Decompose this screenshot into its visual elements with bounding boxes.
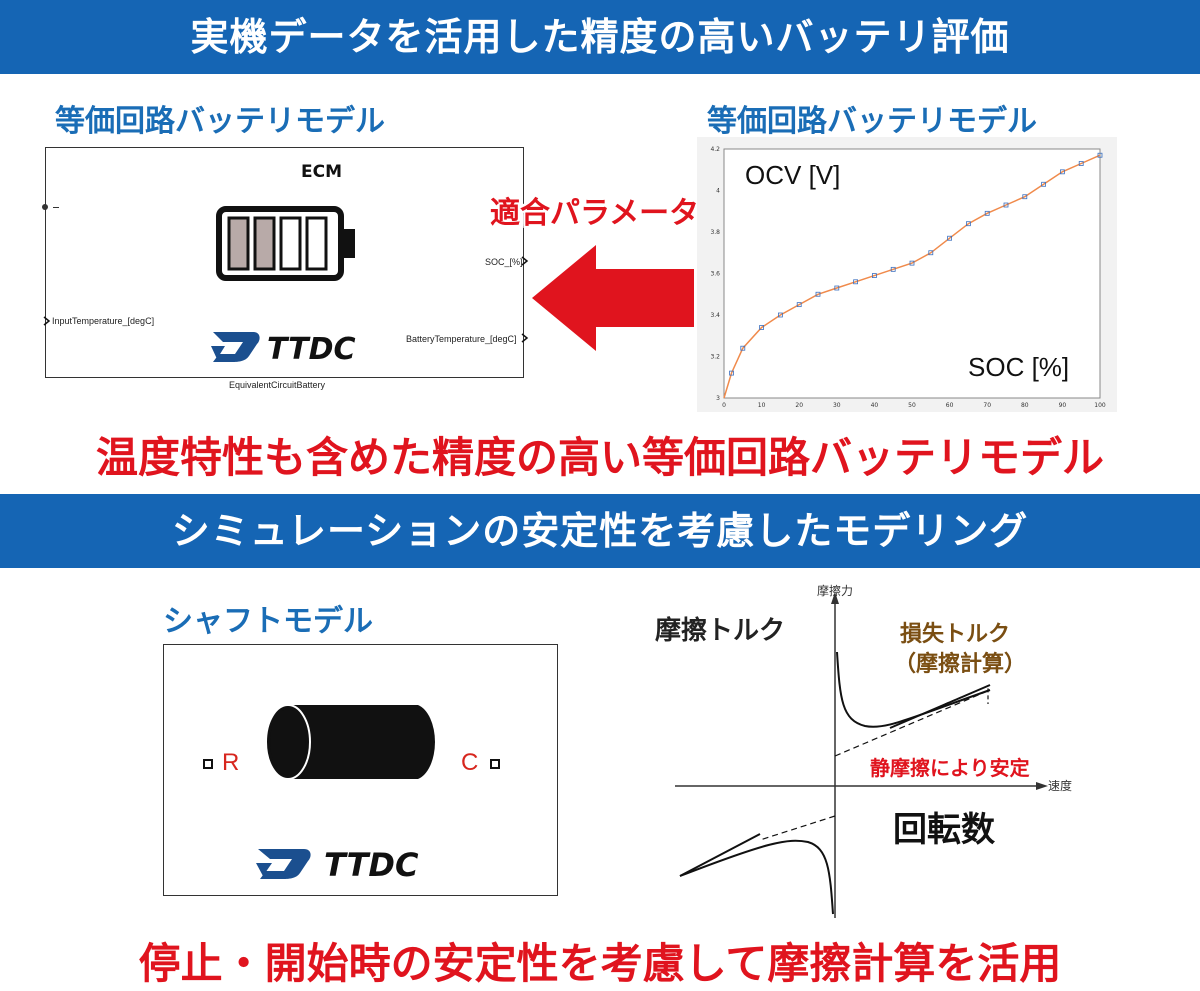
top-banner: 実機データを活用した精度の高いバッテリ評価 <box>0 0 1200 74</box>
ocv-chart-label: 等価回路バッテリモデル <box>707 104 1037 139</box>
ocv-y-tick: 3.2 <box>710 354 720 361</box>
stable-label: 静摩擦により安定 <box>870 756 1030 780</box>
ocv-data-point <box>729 370 734 376</box>
ocv-data-point <box>1022 194 1028 200</box>
ocv-data-point <box>984 210 990 216</box>
ocv-data-point <box>759 325 764 330</box>
ocv-data-point <box>947 235 953 241</box>
ocv-y-tick: 4.2 <box>710 146 720 153</box>
ocv-data-point <box>1078 161 1084 166</box>
ocv-x-tick: 0 <box>722 402 726 409</box>
shaft-block-label: シャフトモデル <box>163 604 373 639</box>
shaft-port-left: R <box>222 749 240 776</box>
ocv-chart: 0 10 20 30 40 50 60 70 80 90 100 3 3.2 3.4 3.6 3.8 4 4.2 <box>697 137 1117 412</box>
ocv-data-point <box>796 302 802 308</box>
ocv-y-tick: 4 <box>716 188 720 195</box>
ocv-y-tick: 3 <box>716 395 720 402</box>
ocv-series-line <box>723 154 1101 399</box>
shaft-port-right: C <box>461 749 479 776</box>
ocv-y-tick: 3.4 <box>710 312 720 319</box>
ocv-xlabel: SOC [%] <box>968 352 1070 382</box>
ocv-data-point <box>815 291 821 297</box>
ocv-x-tick: 60 <box>946 402 954 409</box>
ocv-x-tick: 20 <box>795 402 803 409</box>
ocv-x-tick: 40 <box>871 402 879 409</box>
ocv-data-point <box>1097 152 1103 158</box>
ocv-x-tick: 80 <box>1021 402 1029 409</box>
temp-port-arrow-icon <box>521 333 529 343</box>
ecm-block-name: EquivalentCircuitBattery <box>229 380 326 390</box>
ocv-y-tick: 3.6 <box>710 271 720 278</box>
loss-label-1: 損失トルク <box>900 622 1011 647</box>
ocv-y-tick: 3.8 <box>710 229 720 236</box>
rpm-label: 回転数 <box>893 810 995 850</box>
loss-label-2: （摩擦計算） <box>894 652 1027 677</box>
ocv-data-point <box>1041 181 1047 187</box>
torque-label: 摩擦トルク <box>655 616 786 646</box>
ocv-data-point <box>853 279 859 285</box>
left-arrow-icon <box>532 245 694 351</box>
ocv-data-point <box>778 312 783 318</box>
caption-1: 温度特性も含めた精度の高い等価回路バッテリモデル <box>95 433 1104 482</box>
ocv-x-tick: 30 <box>833 402 841 409</box>
battery-icon <box>216 206 355 281</box>
ocv-data-point <box>965 221 971 227</box>
ocv-data-point <box>1059 169 1065 175</box>
friction-chart <box>675 592 1048 918</box>
shaft-block[interactable]: R C TTDC <box>163 644 558 896</box>
ocv-ylabel: OCV [V] <box>745 160 841 190</box>
friction-y-axis-name: 摩擦力 <box>817 584 854 598</box>
ocv-data-point <box>1003 202 1009 208</box>
ocv-x-tick: 10 <box>758 402 766 409</box>
arrow-tag: 適合パラメータ <box>490 196 700 231</box>
caption-2: 停止・開始時の安定性を考慮して摩擦計算を活用 <box>138 939 1062 988</box>
in-port-arrow-icon <box>43 316 51 326</box>
ttdc-logo-text: TTDC <box>324 846 419 883</box>
shaft-cylinder-icon <box>265 704 435 780</box>
ecm-port-dot-line <box>53 207 59 208</box>
ecm-port-out-soc: SOC_[%] <box>485 257 523 267</box>
ocv-data-point <box>909 260 915 266</box>
ecm-title: ECM <box>301 162 343 182</box>
ocv-data-point <box>871 273 877 278</box>
ttdc-logo-text: TTDC <box>267 332 356 364</box>
ecm-port-dot <box>42 204 48 210</box>
ecm-block[interactable]: ECM InputTemperature_[degC] SOC_[%] Batt… <box>42 147 529 378</box>
r-port-icon <box>203 759 213 769</box>
c-port-icon <box>490 759 500 769</box>
ecm-port-in-temp: InputTemperature_[degC] <box>52 316 155 326</box>
ocv-data-point <box>740 345 746 351</box>
ocv-x-tick: 50 <box>908 402 916 409</box>
ttdc-logo: TTDC <box>211 332 356 364</box>
ocv-x-tick: 100 <box>1094 402 1106 409</box>
soc-port-arrow-icon <box>521 256 529 266</box>
ocv-data-point <box>928 250 934 256</box>
ocv-x-tick: 70 <box>983 402 991 409</box>
ttdc-logo: TTDC <box>256 846 419 883</box>
ecm-block-label: 等価回路バッテリモデル <box>55 104 385 139</box>
ocv-x-tick: 90 <box>1059 402 1067 409</box>
middle-banner: シミュレーションの安定性を考慮したモデリング <box>0 494 1200 568</box>
ocv-data-point <box>890 266 896 272</box>
friction-x-axis-name: 速度 <box>1048 779 1073 793</box>
ocv-data-point <box>834 285 840 291</box>
ecm-port-out-temp: BatteryTemperature_[degC] <box>406 334 517 344</box>
